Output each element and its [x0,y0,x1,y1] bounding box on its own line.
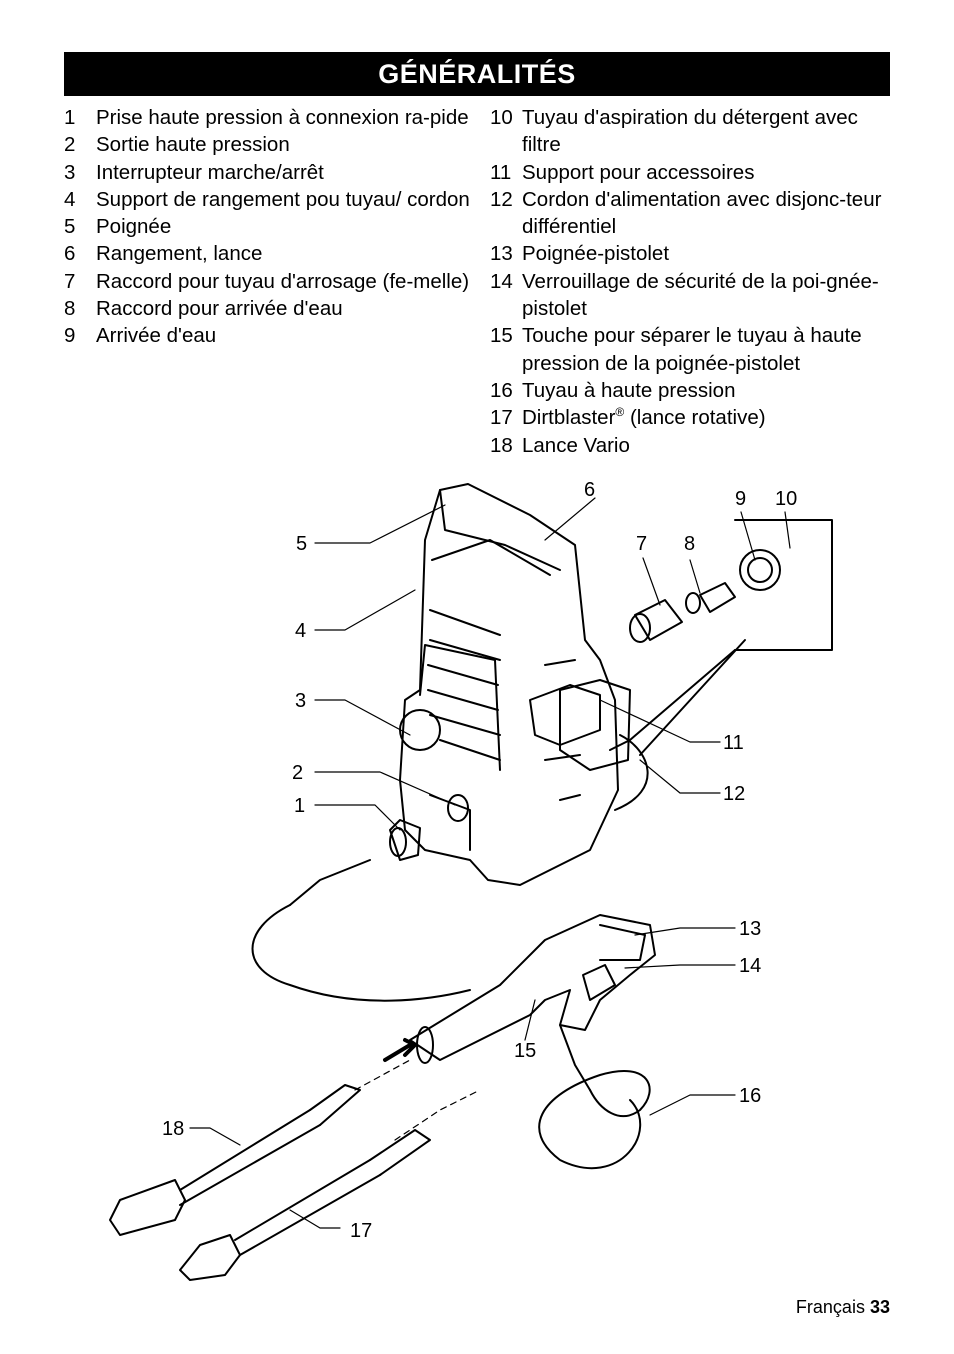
item-text: Lance Vario [522,433,630,457]
item-text: Poignée [96,215,172,239]
item-text: Tuyau à haute pression [522,378,736,402]
item-text: Dirtblaster® (lance rotative) [522,404,900,431]
list-item: 12 Cordon d'alimentation avec disjonc-teu… [490,186,900,241]
callout-6: 6 [584,479,595,501]
callout-4: 4 [295,620,306,642]
item-number: 1 [64,106,76,129]
callout-15: 15 [514,1040,536,1062]
callout-labels: 1 2 3 4 5 6 7 8 9 10 11 12 13 14 15 16 1… [162,479,797,1242]
callout-2: 2 [292,762,303,784]
list-item: 18 Lance Vario [490,432,900,459]
item-text: Support de rangement pou tuyau/ cordon [96,187,470,211]
pressure-washer-diagram: 1 2 3 4 5 6 7 8 9 10 11 12 13 14 15 16 1… [109,479,833,1281]
item-text: Arrivée d'eau [96,324,217,348]
list-item: 15 Touche pour séparer le tuyau à haute p… [490,322,900,377]
page-footer: Français 33 [796,1297,890,1318]
callout-1: 1 [294,795,305,817]
list-item: 17 Dirtblaster® (lance rotative) [490,404,900,431]
callout-10: 10 [775,488,797,510]
item-number: 17 [490,406,513,430]
callout-5: 5 [296,533,307,555]
item-text: Prise haute pression à connexion ra-pide [96,106,469,129]
item-number: 8 [64,297,76,321]
item-number: 12 [490,187,513,211]
item-text: Poignée-pistolet [522,242,670,266]
item-number: 9 [64,324,76,348]
dirtblaster-lance [179,1129,431,1281]
list-item: 16 Tuyau à haute pression [490,377,900,404]
list-item: 7 Raccord pour tuyau d'arrosage (fe-melle… [64,268,474,295]
callout-14: 14 [739,955,761,977]
product-name: Dirtblaster [522,406,616,430]
item-number: 10 [490,106,513,129]
list-item: 6 Rangement, lance [64,240,474,267]
list-item: 1 Prise haute pression à connexion ra-pid… [64,104,474,131]
callout-12: 12 [723,783,745,805]
item-number: 15 [490,324,513,348]
item-text: Touche pour séparer le tuyau à haute pre… [522,324,862,375]
callout-7: 7 [636,533,647,555]
item-text: Verrouillage de sécurité de la poi-gnée-… [522,269,879,321]
list-item: 9 Arrivée d'eau [64,322,474,349]
item-text: Rangement, lance [96,242,263,266]
item-number: 18 [490,433,513,457]
list-item: 10 Tuyau d'aspiration du détergent avec f… [490,104,900,159]
section-title-bar: GÉNÉRALITÉS [64,52,890,96]
list-item: 3 Interrupteur marche/arrêt [64,159,474,186]
item-text: Interrupteur marche/arrêt [96,160,324,184]
callout-8: 8 [684,533,695,555]
item-number: 3 [64,160,76,184]
list-item: 5 Poignée [64,213,474,240]
page-title: GÉNÉRALITÉS [378,58,576,89]
callout-16: 16 [739,1085,761,1107]
insert-arrow [383,1038,417,1062]
list-item: 8 Raccord pour arrivée d'eau [64,295,474,322]
callout-18: 18 [162,1118,184,1140]
hp-hose [251,904,471,1002]
vario-lance [109,1084,361,1236]
washer-body [399,483,649,886]
hose-couplings [629,582,736,643]
list-item: 2 Sortie haute pression [64,131,474,158]
footer-language: Français [795,1297,865,1317]
callout-3: 3 [295,690,306,712]
page-number: 33 [869,1297,890,1317]
item-number: 11 [490,160,512,184]
callout-11: 11 [723,732,744,754]
spray-gun [409,914,656,1170]
item-text: Raccord pour arrivée d'eau [96,297,343,321]
inlet-detail-inset [609,519,833,756]
item-text: Tuyau d'aspiration du détergent avec fil… [522,106,858,157]
callout-9: 9 [735,488,746,510]
list-item: 4 Support de rangement pou tuyau/ cordon [64,186,474,213]
registered-mark: ® [615,405,625,420]
callout-17: 17 [350,1220,372,1242]
item-number: 13 [490,242,513,266]
item-text: Support pour accessoires [522,160,755,184]
callout-13: 13 [739,918,761,940]
list-item: 11 Support pour accessoires [490,159,900,186]
item-text-suffix: (lance rotative) [624,406,766,430]
item-text: Cordon d'alimentation avec disjonc-teur … [522,187,882,239]
item-text: Sortie haute pression [96,133,290,157]
item-number: 6 [64,242,76,266]
item-number: 7 [64,269,76,293]
item-number: 14 [490,269,513,293]
legend-right-column: 10 Tuyau d'aspiration du détergent avec f… [490,104,900,459]
item-number: 5 [64,215,76,239]
legend-left-column: 1 Prise haute pression à connexion ra-pid… [64,104,474,350]
item-number: 4 [64,187,76,211]
hp-connector [289,794,469,906]
item-text: Raccord pour tuyau d'arrosage (fe-melle) [96,269,470,293]
item-number: 2 [64,133,76,157]
leader-lines [189,497,791,1229]
list-item: 14 Verrouillage de sécurité de la poi-gné… [490,268,900,323]
item-number: 16 [490,378,513,402]
list-item: 13 Poignée-pistolet [490,240,900,267]
